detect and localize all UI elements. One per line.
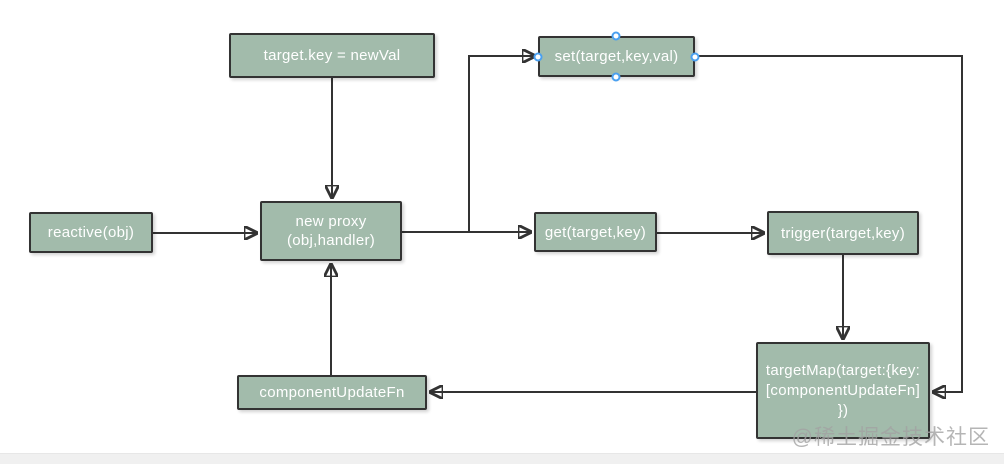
node-label: reactive(obj) xyxy=(47,224,135,241)
node-target-map[interactable]: targetMap(target:{key: [componentUpdateF… xyxy=(756,342,930,439)
edge-proxy-to-set xyxy=(402,56,536,233)
node-label: targetMap(target:{key: [componentUpdateF… xyxy=(765,361,921,419)
node-get-handler[interactable]: get(target,key) xyxy=(534,212,657,252)
node-component-update-fn[interactable]: componentUpdateFn xyxy=(237,375,427,410)
node-label: trigger(target,key) xyxy=(780,224,906,242)
node-reactive[interactable]: reactive(obj) xyxy=(29,212,153,253)
selection-handle-left[interactable] xyxy=(533,52,543,62)
node-new-proxy[interactable]: new proxy (obj,handler) xyxy=(260,201,402,261)
node-label: new proxy (obj,handler) xyxy=(286,213,376,249)
node-target-key-assignment[interactable]: target.key = newVal xyxy=(229,33,435,78)
selection-handle-top[interactable] xyxy=(611,31,621,41)
edge-set-to-targetmap xyxy=(695,55,963,392)
selection-handle-bottom[interactable] xyxy=(611,72,621,82)
node-set-handler[interactable]: set(target,key,val) xyxy=(538,36,695,77)
node-label: get(target,key) xyxy=(544,223,647,241)
selection-handle-right[interactable] xyxy=(690,52,700,62)
node-label: set(target,key,val) xyxy=(554,48,679,65)
node-label: componentUpdateFn xyxy=(259,384,405,401)
bottom-scrollbar-track xyxy=(0,453,1004,464)
node-trigger[interactable]: trigger(target,key) xyxy=(767,211,919,255)
node-label: target.key = newVal xyxy=(263,47,401,64)
